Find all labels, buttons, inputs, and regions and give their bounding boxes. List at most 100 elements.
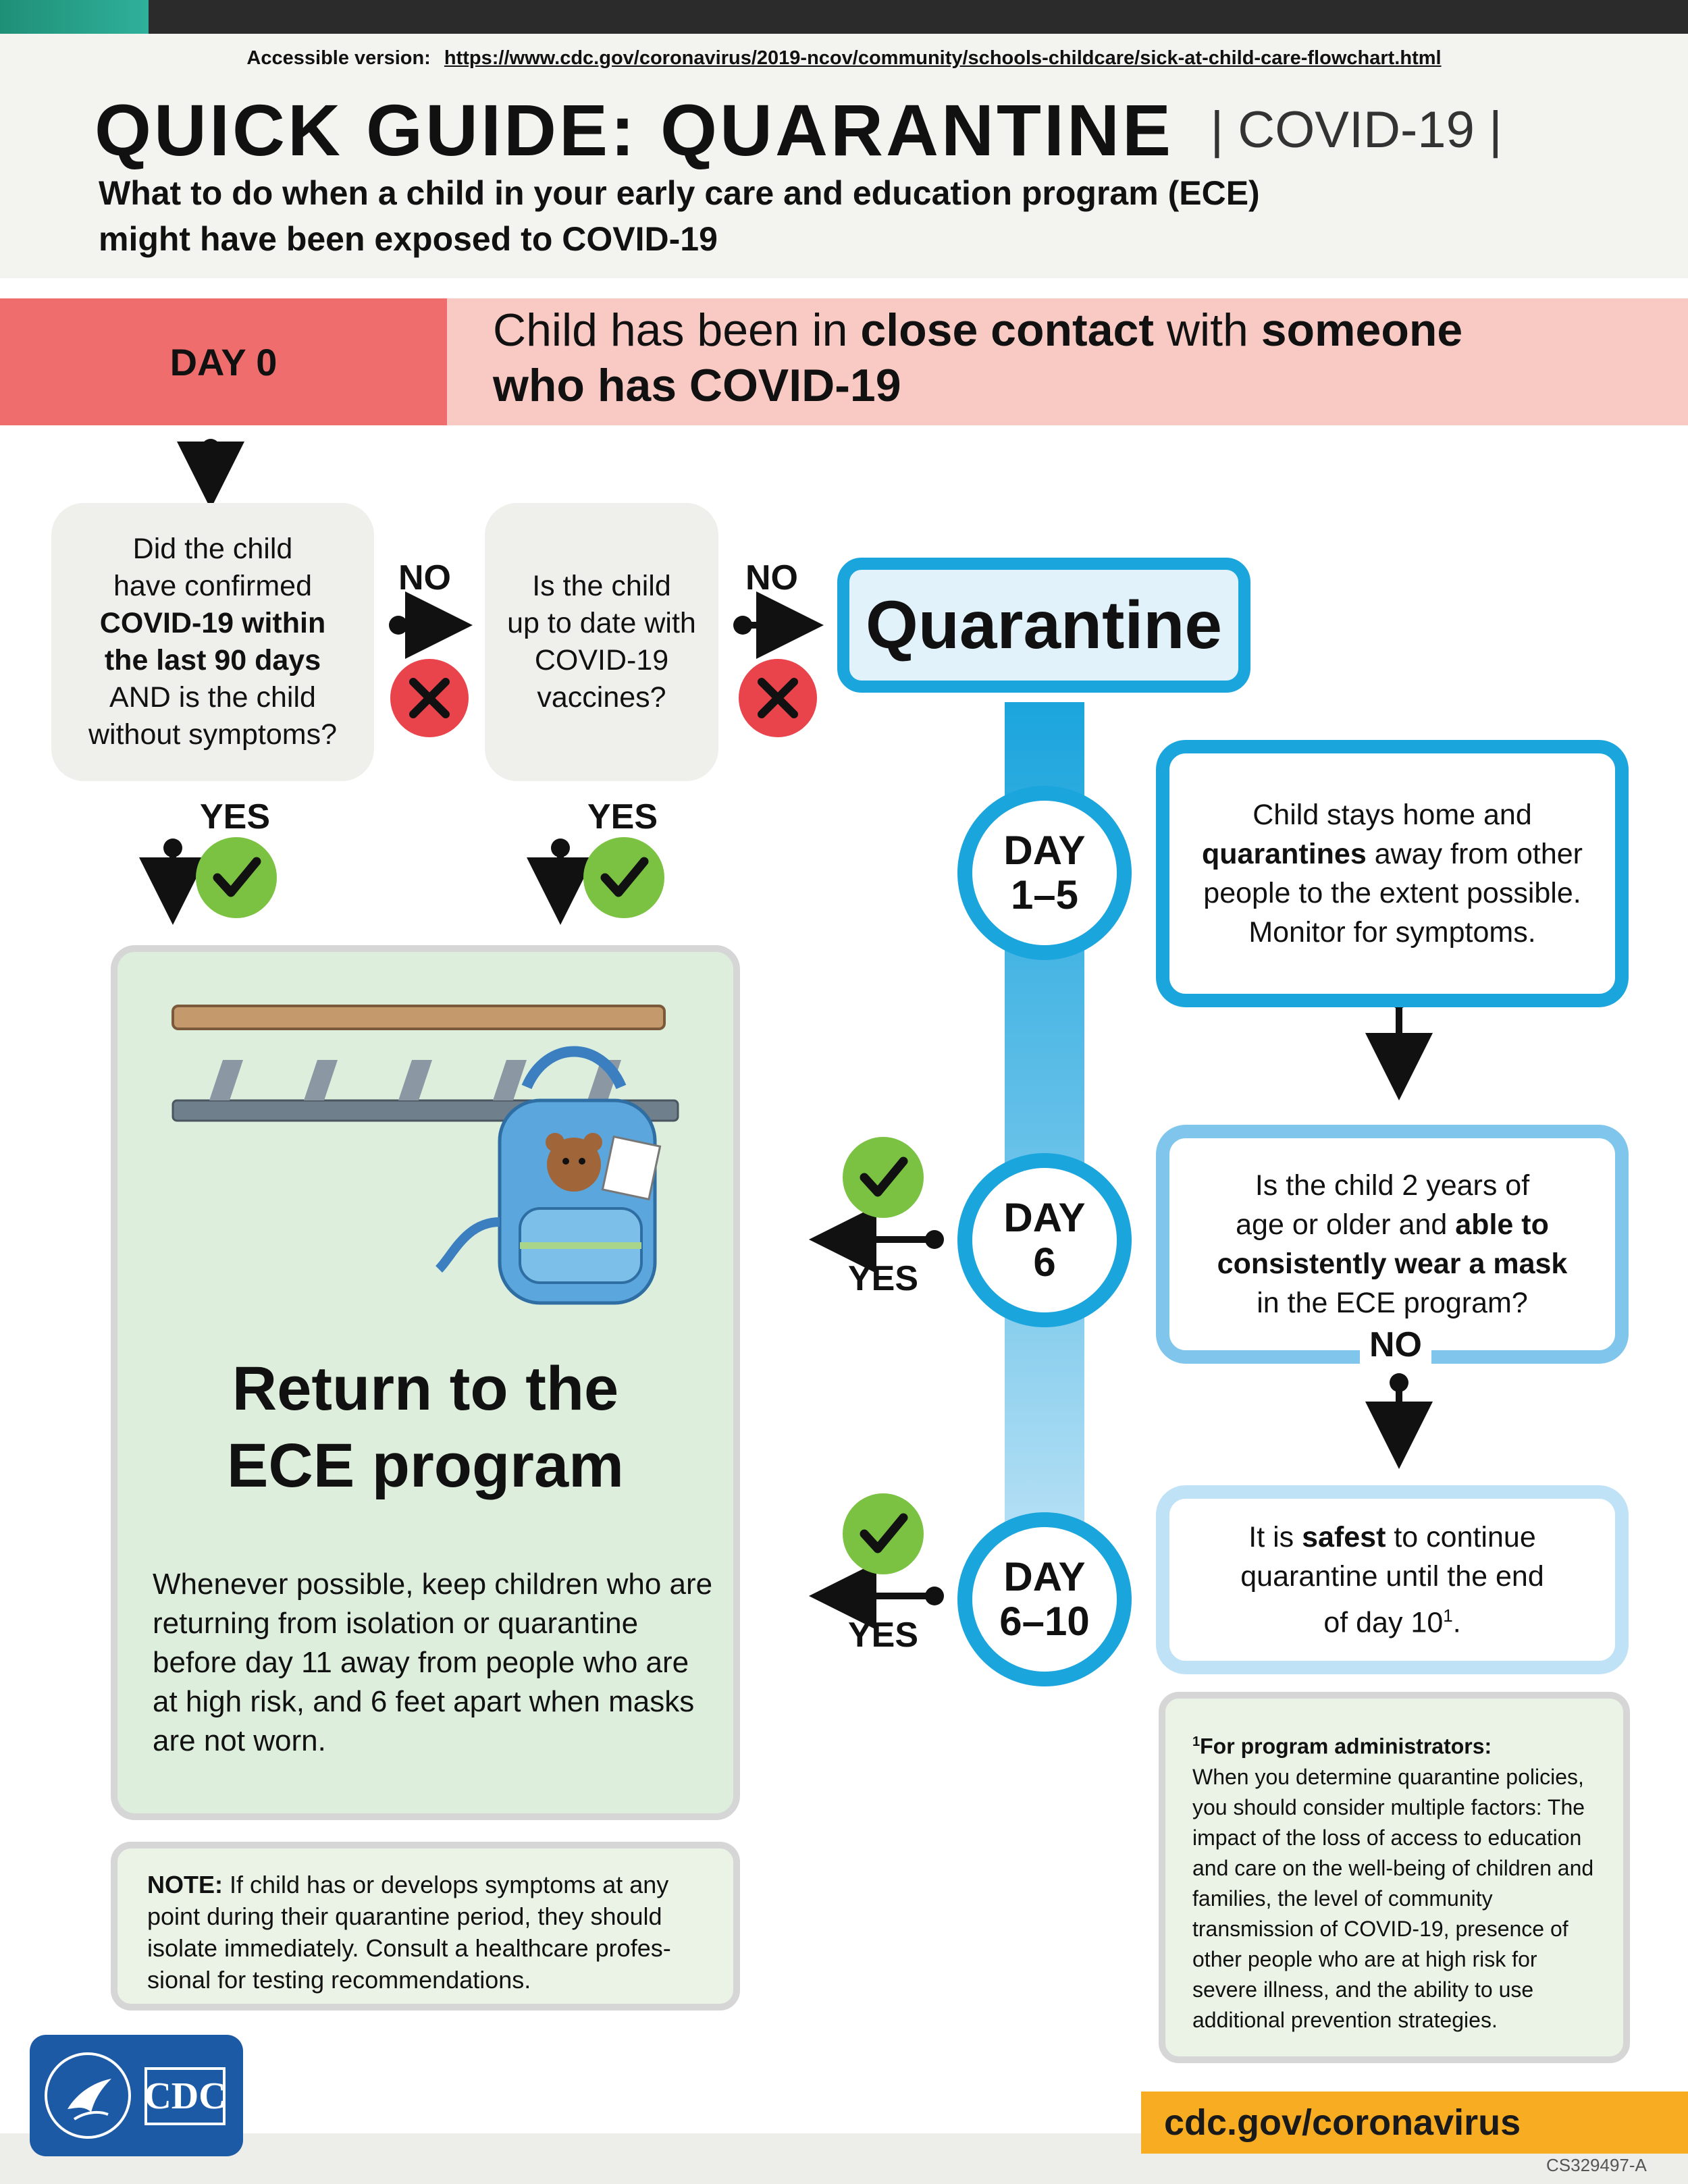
check-icon xyxy=(843,1493,924,1574)
yes-label: YES xyxy=(848,1616,919,1655)
step1-line: Monitor for symptoms. xyxy=(1248,916,1536,949)
subtitle-line-1: What to do when a child in your early ca… xyxy=(99,174,1260,212)
q1-line: AND is the child xyxy=(109,681,316,714)
day0-text-a: Child has been in xyxy=(493,304,861,356)
quarantine-label: Quarantine xyxy=(866,587,1222,663)
x-icon xyxy=(390,659,469,737)
cdc-url-link[interactable]: cdc.gov/coronavirus xyxy=(1164,2102,1521,2143)
title-row: QUICK GUIDE: QUARANTINE | COVID-19 | xyxy=(95,88,1502,171)
footnote-marker: 1 xyxy=(1192,1734,1201,1749)
q1-line: have confirmed xyxy=(113,570,312,602)
no-label-wrap: NO xyxy=(1360,1325,1431,1365)
page-title: QUICK GUIDE: QUARANTINE xyxy=(95,89,1173,171)
note-box: NOTE: If child has or develops symptoms … xyxy=(111,1842,740,2010)
day-6-10-marker: DAY 6–10 xyxy=(957,1512,1132,1686)
step1-line: people to the extent possible. xyxy=(1203,877,1581,909)
step3-line: quarantine until the end xyxy=(1240,1560,1544,1593)
day0-text-e: who has COVID-19 xyxy=(493,360,901,411)
day0-text-d: someone xyxy=(1261,304,1463,356)
document-code: CS329497-A xyxy=(1546,2155,1647,2175)
day0-band xyxy=(447,298,1688,425)
step3-line: to continue xyxy=(1386,1520,1536,1553)
admin-footnote-box: 1For program administrators: When you de… xyxy=(1159,1692,1630,2063)
return-body: Whenever possible, keep children who are… xyxy=(153,1568,713,1757)
header-panel xyxy=(0,34,1688,278)
step2-line: in the ECE program? xyxy=(1257,1287,1528,1319)
arrow-q2-no xyxy=(733,591,824,659)
day-range: 6 xyxy=(1033,1240,1056,1285)
step-mask-question: Is the child 2 years of age or older and… xyxy=(1156,1125,1629,1364)
backpack-icon xyxy=(435,1046,662,1305)
note-label: NOTE: xyxy=(147,1871,223,1898)
step3-bold: safest xyxy=(1302,1520,1386,1553)
check-icon xyxy=(843,1137,924,1218)
check-icon xyxy=(196,837,277,918)
admin-label: For program administrators: xyxy=(1200,1734,1492,1759)
arrow-q2-yes xyxy=(527,838,594,925)
day-word: DAY xyxy=(1003,828,1086,873)
step2-bold: able to xyxy=(1455,1208,1549,1241)
note-text: If child has or develops symptoms at any… xyxy=(147,1871,671,1994)
x-icon xyxy=(739,659,817,737)
return-title-line: Return to the xyxy=(232,1354,619,1423)
step2-line: Is the child 2 years of xyxy=(1255,1169,1530,1202)
cdc-logo: CDC xyxy=(30,2035,243,2156)
yes-label: YES xyxy=(848,1259,919,1298)
day-word: DAY xyxy=(1003,1554,1086,1599)
question-vaccinated: Is the child up to date with COVID-19 va… xyxy=(485,503,718,781)
cdc-wordmark: CDC xyxy=(144,2067,226,2125)
arrow-day0-down xyxy=(177,439,244,509)
step3-line: . xyxy=(1452,1606,1461,1639)
hhs-seal-icon xyxy=(45,2052,131,2139)
q2-line: Is the child xyxy=(532,570,671,602)
q1-line: the last 90 days xyxy=(104,644,321,676)
no-label: NO xyxy=(398,558,451,597)
eagle-icon xyxy=(68,2079,111,2121)
day-range: 1–5 xyxy=(1010,872,1079,917)
q1-line: Did the child xyxy=(132,533,293,565)
top-bar-accent xyxy=(0,0,149,34)
step3-line: of day 10 xyxy=(1323,1606,1444,1639)
arrow-step2-step3 xyxy=(1365,1373,1433,1469)
return-title-line: ECE program xyxy=(227,1431,624,1500)
day0-text-b: close contact xyxy=(860,304,1154,356)
day-1-5-marker: DAY 1–5 xyxy=(957,786,1132,960)
day0-text-c: with xyxy=(1153,304,1261,356)
accessible-label: Accessible version: xyxy=(246,47,431,69)
step-continue-quarantine: It is safest to continue quarantine unti… xyxy=(1156,1485,1629,1674)
day0-statement: Child has been in close contact with som… xyxy=(493,302,1641,413)
step1-line: Child stays home and xyxy=(1252,799,1532,831)
q1-line: COVID-19 within xyxy=(99,607,326,639)
arrow-day6-yes xyxy=(809,1206,944,1273)
accessible-url-link[interactable]: https://www.cdc.gov/coronavirus/2019-nco… xyxy=(444,47,1442,69)
admin-text: When you determine quarantine policies, … xyxy=(1192,1764,1594,2032)
return-title: Return to the ECE program xyxy=(111,1350,740,1504)
quarantine-box: Quarantine xyxy=(837,558,1250,693)
day0-box: DAY 0 xyxy=(0,298,447,425)
arrow-day610-yes xyxy=(809,1562,944,1630)
subtitle-line-2: might have been exposed to COVID-19 xyxy=(99,220,718,258)
day0-label: DAY 0 xyxy=(169,340,278,383)
day-range: 6–10 xyxy=(999,1599,1090,1644)
top-bar xyxy=(0,0,1688,34)
arrow-q1-no xyxy=(389,591,473,659)
step3-line: It is xyxy=(1248,1520,1302,1553)
question-recent-covid: Did the child have confirmed COVID-19 wi… xyxy=(51,503,374,781)
teddy-bear-icon xyxy=(547,1138,601,1192)
footnote-marker: 1 xyxy=(1443,1605,1453,1626)
check-icon xyxy=(583,837,664,918)
step-stay-home: Child stays home and quarantines away fr… xyxy=(1156,740,1629,1007)
q2-line: vaccines? xyxy=(537,681,666,714)
cdc-url-bar: cdc.gov/coronavirus xyxy=(1141,2092,1688,2154)
step1-bold: quarantines xyxy=(1202,838,1367,870)
yes-label: YES xyxy=(587,797,658,836)
accessible-version-line: Accessible version: https://www.cdc.gov/… xyxy=(0,47,1688,70)
step2-line: age or older and xyxy=(1236,1208,1456,1241)
day-6-marker: DAY 6 xyxy=(957,1153,1132,1327)
step2-bold: consistently wear a mask xyxy=(1217,1248,1568,1280)
backpack-illustration xyxy=(172,1005,679,1305)
no-label: NO xyxy=(745,558,798,597)
page-subtitle: What to do when a child in your early ca… xyxy=(99,170,1381,262)
day-word: DAY xyxy=(1003,1195,1086,1240)
q2-line: up to date with xyxy=(507,607,696,639)
